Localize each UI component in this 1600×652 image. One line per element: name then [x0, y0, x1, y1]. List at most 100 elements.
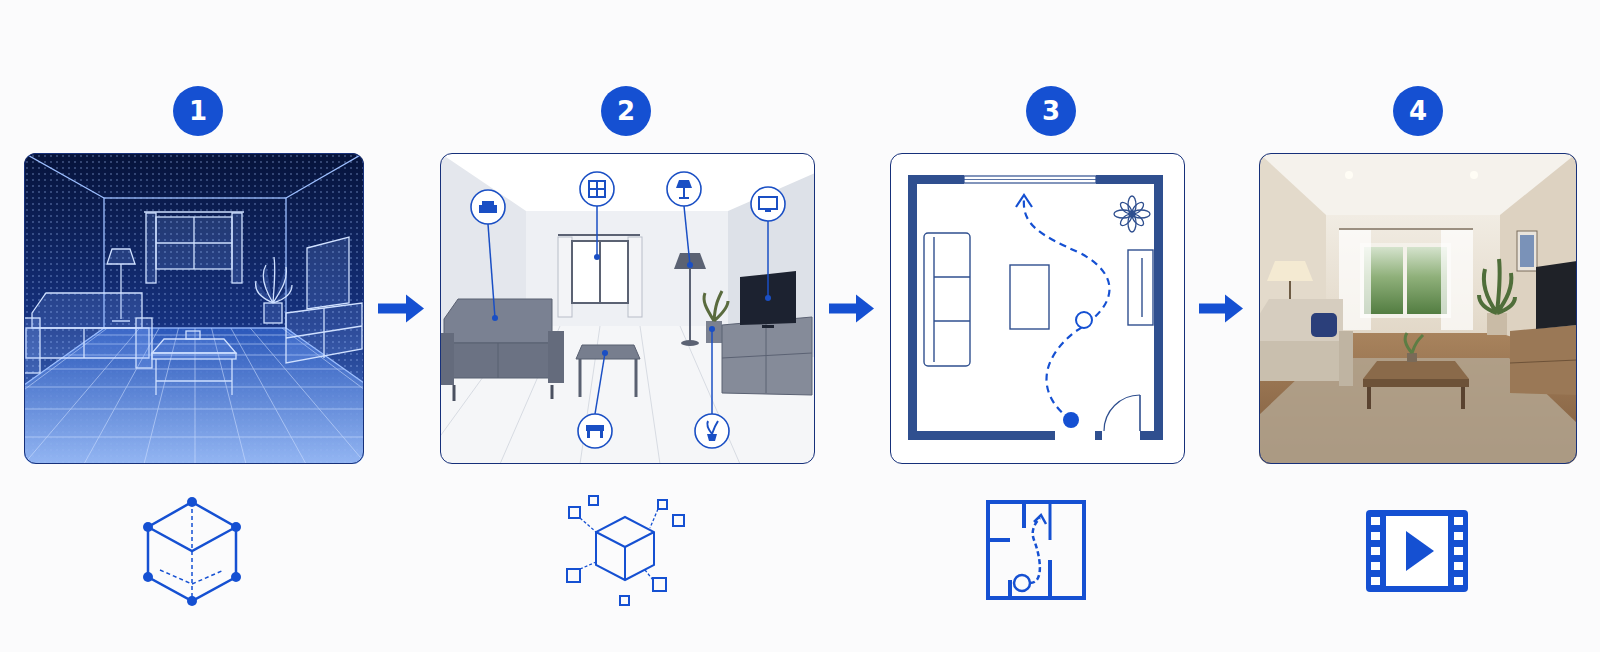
labelled-room-part	[440, 153, 815, 464]
step-badge: 3	[1026, 86, 1076, 136]
video-icon	[1366, 510, 1468, 592]
stage-panel: 1	[24, 153, 364, 464]
wireframe-room-part	[24, 212, 362, 395]
wireframe-room-part-part	[286, 326, 362, 338]
object-cube-icon-part	[653, 578, 666, 591]
floor-plan-part-part	[1010, 265, 1049, 329]
arrow-head	[406, 295, 424, 323]
flow-arrow	[1199, 295, 1243, 323]
rendered-room-part	[1405, 333, 1423, 353]
cube-icon	[143, 497, 241, 606]
object-cube-icon-part	[658, 500, 667, 509]
labelled-room-part-part	[709, 326, 715, 332]
flow-arrow	[829, 295, 874, 323]
rendered-room-part	[1517, 231, 1537, 271]
cube-icon-part	[148, 502, 236, 601]
floor-plan-part	[1016, 195, 1032, 207]
labelled-room-part-part	[683, 188, 685, 197]
object-cube-icon-part	[580, 509, 658, 580]
labelled-room-part	[722, 353, 812, 358]
labelled-room-part-part	[676, 180, 692, 188]
wireframe-room-part-part	[24, 409, 364, 410]
video-icon-part-part	[1371, 562, 1380, 570]
object-cube-icon-part	[589, 496, 598, 505]
video-icon-part-part	[1371, 547, 1380, 555]
rendered-room-part	[1362, 245, 1449, 316]
floor-plan-part-part	[1128, 250, 1153, 325]
labelled-room-part-part	[687, 262, 693, 268]
floor-plan-part-part	[933, 237, 934, 362]
labelled-room-part	[635, 359, 638, 397]
labelled-room-part-part	[580, 172, 614, 206]
floor-plan-part-part	[1154, 175, 1163, 440]
wireframe-room-part-part	[156, 217, 232, 269]
arrow-head	[856, 295, 874, 323]
floor-plan-part	[1139, 395, 1141, 431]
floor-plan-part-part	[934, 320, 970, 321]
stage-panel: 4	[1259, 153, 1577, 464]
labelled-room-part-part	[595, 353, 605, 414]
labelled-room-part-part	[586, 425, 604, 431]
cube-icon-part-part	[187, 596, 197, 606]
cube-icon-part	[191, 551, 193, 601]
floor-plan-part	[964, 176, 1096, 183]
labelled-room-part-part	[684, 206, 690, 265]
labelled-room-part	[579, 359, 582, 397]
rendered-room-part	[1510, 325, 1577, 395]
wireframe-room-part-part	[24, 318, 40, 373]
rendered-room-part	[1363, 379, 1469, 387]
rendered-room-part	[1362, 245, 1449, 316]
labelled-room-part	[444, 299, 552, 343]
floor-plan-icon	[988, 502, 1084, 598]
wireframe-room-part-part	[24, 437, 364, 438]
floor-plan-icon-part	[1014, 575, 1030, 591]
labelled-room-part	[706, 321, 722, 343]
floor-plan-part-part	[934, 276, 970, 277]
rendered-room-part	[1345, 171, 1353, 179]
rendered-room-part	[1520, 235, 1534, 267]
object-cube-icon-part	[569, 507, 580, 518]
floor-plan-part	[924, 233, 1153, 366]
wireframe-room-part-part	[286, 153, 364, 198]
cube-icon-part-part	[231, 572, 241, 582]
stage-panel: 2	[440, 153, 815, 464]
floor-plan-part-part	[1119, 201, 1134, 216]
video-icon-part-part	[1454, 532, 1463, 540]
labelled-room-part	[558, 234, 640, 236]
rendered-room-part	[1363, 361, 1469, 379]
video-icon-part-part	[1454, 562, 1463, 570]
labelled-room-part	[440, 326, 740, 464]
object-cube-icon	[567, 496, 684, 605]
wireframe-room-part-part	[146, 213, 156, 283]
labelled-room-part	[548, 331, 564, 383]
wireframe-room-part-part	[264, 303, 282, 323]
wireframe-room-part-part	[152, 339, 236, 353]
labelled-room-part	[492, 254, 771, 356]
rendered-room-part	[1311, 313, 1337, 337]
wireframe-room-part-part	[286, 303, 362, 363]
wireframe-room-part-part	[107, 249, 135, 264]
video-icon-part-part	[1371, 532, 1380, 540]
labelled-room-part-part	[479, 201, 497, 213]
floor-plan-part-part	[1131, 201, 1146, 216]
floor-plan-part	[908, 175, 1163, 440]
labelled-room-part	[498, 343, 499, 378]
video-icon-part-part	[1454, 577, 1463, 585]
wireframe-room-part-part	[144, 211, 244, 212]
cube-icon-part	[160, 570, 224, 584]
labelled-room-part	[453, 385, 456, 401]
floor-plan-part-part	[1140, 431, 1163, 440]
floor-plan-part-part	[1096, 175, 1163, 184]
labelled-room-part	[689, 269, 691, 341]
stage-panel: 3	[890, 153, 1185, 464]
rendered-room-part	[1326, 215, 1500, 333]
object-cube-icon-part	[596, 532, 654, 547]
step-number: 1	[189, 98, 207, 124]
wireframe-room-part-part	[26, 328, 149, 358]
wireframe-room-part-part	[24, 369, 364, 370]
labelled-room-part-part	[667, 172, 701, 206]
floor-plan-part-part	[1119, 213, 1134, 228]
floor-plan-part	[1063, 412, 1079, 428]
wireframe-room-part	[24, 153, 364, 464]
labelled-room-part-part	[488, 224, 495, 318]
